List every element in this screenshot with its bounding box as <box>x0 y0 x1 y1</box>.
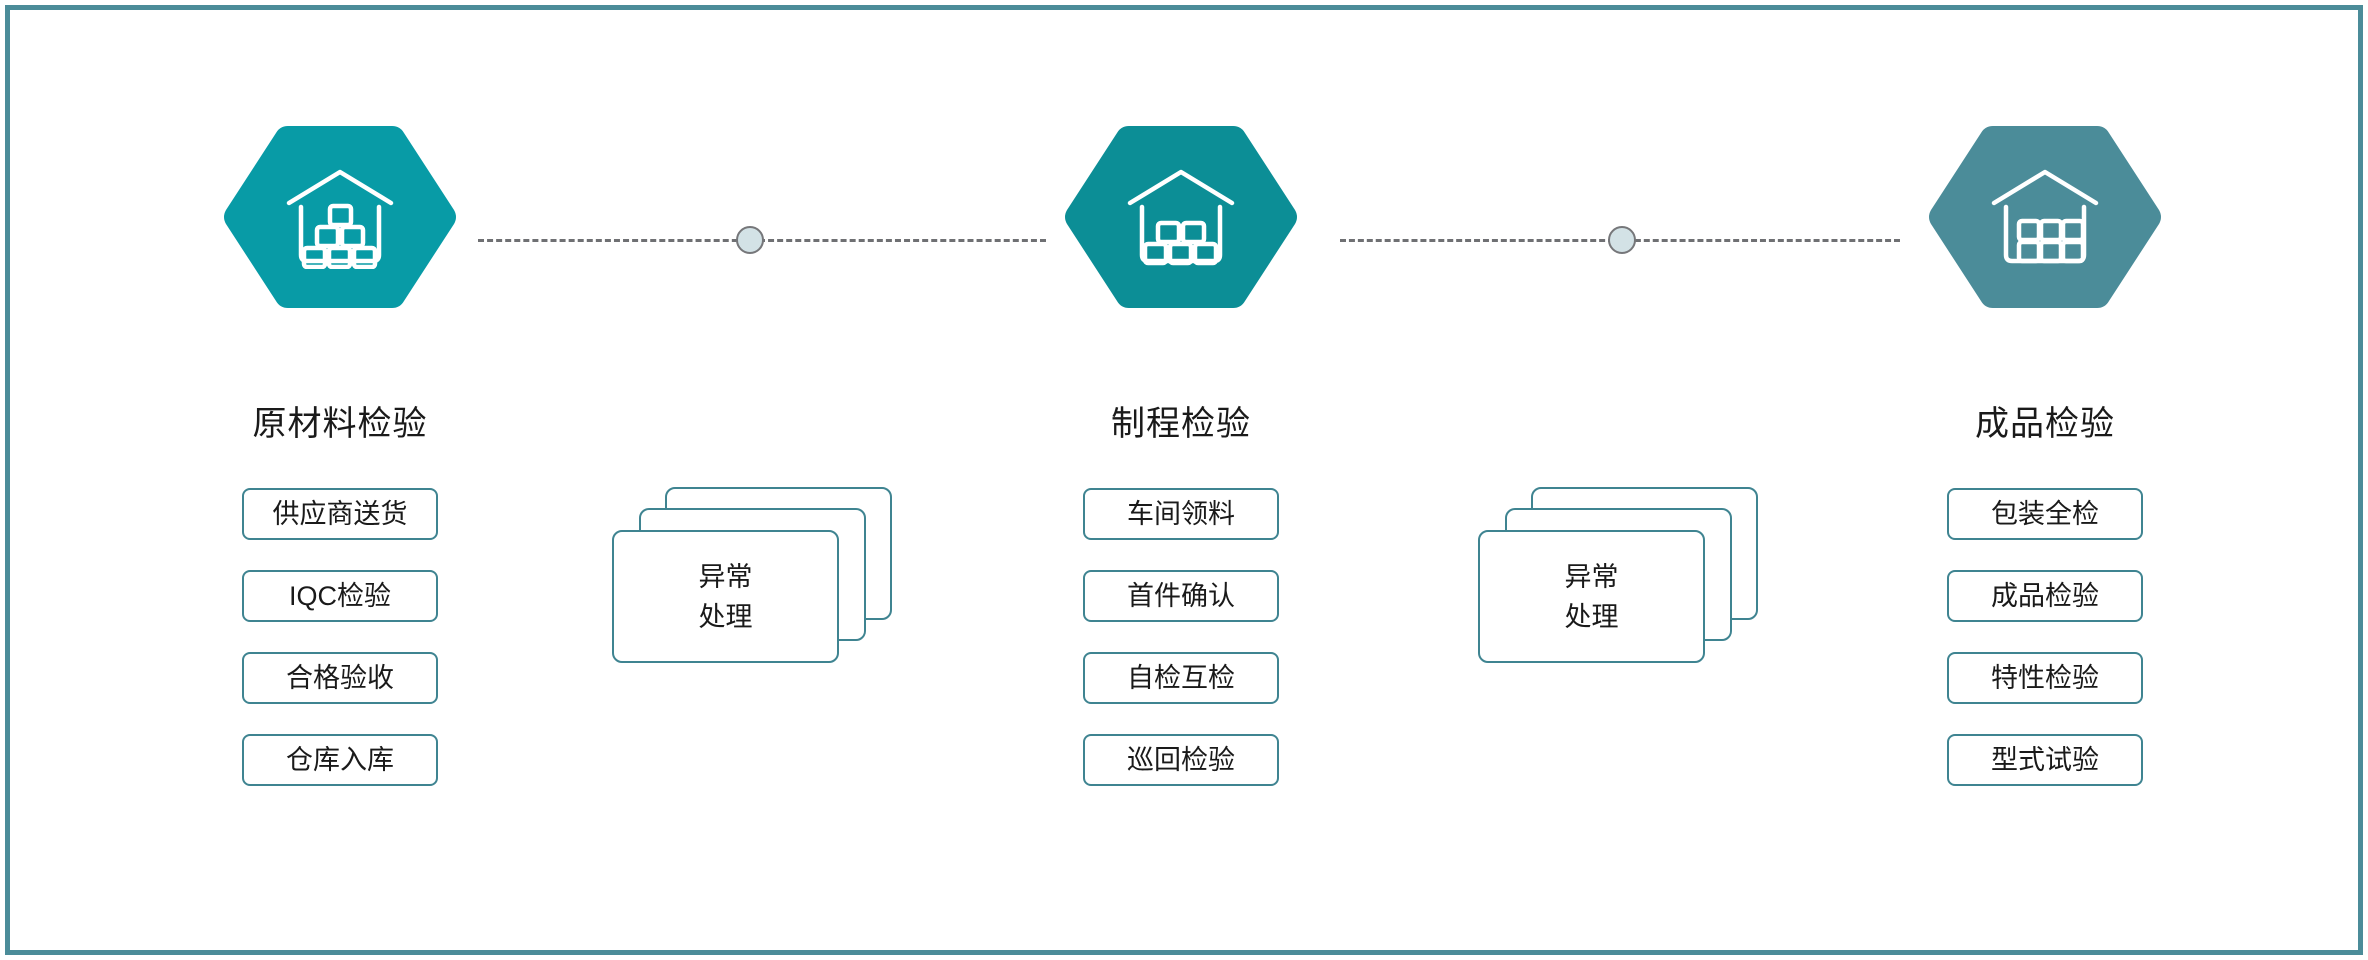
exception-card-stack-2: 异常 处理 <box>1478 487 1758 687</box>
hexagon-shape <box>1065 126 1297 308</box>
step-box[interactable]: 巡回检验 <box>1083 734 1279 786</box>
stage-hexagon-raw-material[interactable] <box>222 122 458 312</box>
step-list-finished-goods: 包装全检 成品检验 特性检验 型式试验 <box>1947 488 2143 786</box>
step-box[interactable]: 合格验收 <box>242 652 438 704</box>
connector-node[interactable] <box>1608 226 1636 254</box>
stage-hexagon-in-process[interactable] <box>1063 122 1299 312</box>
step-box[interactable]: 仓库入库 <box>242 734 438 786</box>
step-box[interactable]: 自检互检 <box>1083 652 1279 704</box>
step-box[interactable]: 供应商送货 <box>242 488 438 540</box>
exception-card-line-1: 异常 <box>698 561 753 592</box>
warehouse-boxes-stack-icon <box>1127 169 1235 266</box>
hexagon-shape <box>224 126 456 308</box>
step-box[interactable]: 包装全检 <box>1947 488 2143 540</box>
stage-title-finished-goods: 成品检验 <box>1975 405 2115 443</box>
stage-in-process: 制程检验 车间领料 首件确认 自检互检 巡回检验 <box>946 0 1416 960</box>
stage-finished-goods: 成品检验 包装全检 成品检验 特性检验 型式试验 <box>1810 0 2280 960</box>
connector-stage1-stage2 <box>478 225 1046 255</box>
stage-title-raw-material: 原材料检验 <box>252 405 428 443</box>
exception-card-stack-1: 异常 处理 <box>612 487 892 687</box>
stage-title-in-process: 制程检验 <box>1111 405 1251 443</box>
warehouse-boxes-pyramid-icon <box>286 169 394 269</box>
step-box[interactable]: 型式试验 <box>1947 734 2143 786</box>
step-box[interactable]: 车间领料 <box>1083 488 1279 540</box>
hexagon-shape <box>1929 126 2161 308</box>
exception-card-line-1: 异常 <box>1564 561 1619 592</box>
exception-card-line-2: 处理 <box>1564 601 1619 632</box>
step-box[interactable]: 首件确认 <box>1083 570 1279 622</box>
connector-stage2-stage3 <box>1340 225 1900 255</box>
stage-raw-material: 原材料检验 供应商送货 IQC检验 合格验收 仓库入库 <box>105 0 575 960</box>
step-box[interactable]: IQC检验 <box>242 570 438 622</box>
connector-node[interactable] <box>736 226 764 254</box>
exception-card-line-2: 处理 <box>698 601 753 632</box>
warehouse-boxes-grid-icon <box>1991 169 2099 264</box>
step-list-raw-material: 供应商送货 IQC检验 合格验收 仓库入库 <box>242 488 438 786</box>
step-list-in-process: 车间领料 首件确认 自检互检 巡回检验 <box>1083 488 1279 786</box>
step-box[interactable]: 成品检验 <box>1947 570 2143 622</box>
exception-card-front[interactable]: 异常 处理 <box>1478 530 1705 663</box>
step-box[interactable]: 特性检验 <box>1947 652 2143 704</box>
stage-hexagon-finished-goods[interactable] <box>1927 122 2163 312</box>
exception-card-front[interactable]: 异常 处理 <box>612 530 839 663</box>
